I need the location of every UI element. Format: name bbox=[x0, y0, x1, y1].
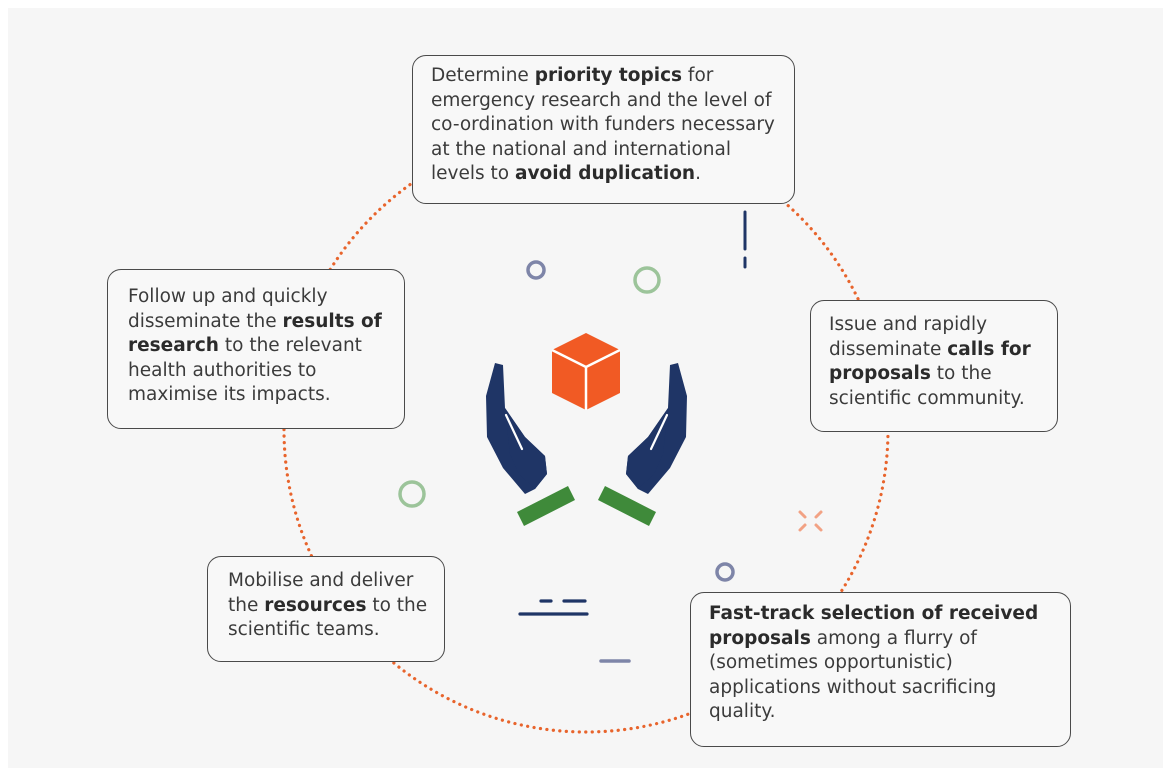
highlight-text: priority topics bbox=[534, 65, 683, 86]
step-fast-track-selection-box: Fast-track selection of received proposa… bbox=[690, 592, 1071, 747]
highlight-text: calls for proposals bbox=[829, 338, 1031, 385]
green-ring-icon bbox=[398, 480, 426, 508]
highlight-text: resources bbox=[264, 594, 367, 616]
right-hand-icon bbox=[598, 363, 687, 526]
text: Determine bbox=[431, 65, 535, 86]
step-priority-topics-box: Determine priority topics for emergency … bbox=[412, 55, 795, 204]
text: to the scientific teams. bbox=[228, 594, 428, 641]
highlight-text: avoid duplication bbox=[514, 163, 696, 184]
step-calls-for-proposals-box: Issue and rapidly disseminate calls for … bbox=[810, 300, 1058, 432]
text: to the relevant health authorities to ma… bbox=[128, 335, 362, 405]
left-hand-icon bbox=[486, 363, 575, 526]
green-ring-icon bbox=[633, 266, 661, 294]
text: among a flurry of (sometimes opportunist… bbox=[709, 627, 997, 723]
text: for emergency research and the level of … bbox=[431, 65, 775, 184]
step-disseminate-results-box: Follow up and quickly disseminate the re… bbox=[107, 269, 405, 429]
hands-holding-box-icon bbox=[486, 333, 687, 526]
box-icon bbox=[551, 333, 621, 410]
step-mobilise-resources-box: Mobilise and deliver the resources to th… bbox=[207, 556, 445, 662]
purple-ring-icon bbox=[715, 562, 735, 582]
text: to the scientific community. bbox=[829, 363, 1025, 409]
highlight-text: Fast-track selection of received proposa… bbox=[709, 603, 1039, 649]
text: Mobilise and deliver the bbox=[228, 570, 414, 616]
burst-icon bbox=[798, 510, 823, 532]
text: . bbox=[695, 163, 701, 184]
speed-dashes-icon bbox=[518, 599, 589, 616]
purple-ring-icon bbox=[526, 260, 546, 280]
text: Issue and rapidly disseminate bbox=[829, 314, 988, 360]
text: Follow up and quickly disseminate the bbox=[128, 286, 328, 332]
highlight-text: results of research bbox=[128, 310, 382, 357]
